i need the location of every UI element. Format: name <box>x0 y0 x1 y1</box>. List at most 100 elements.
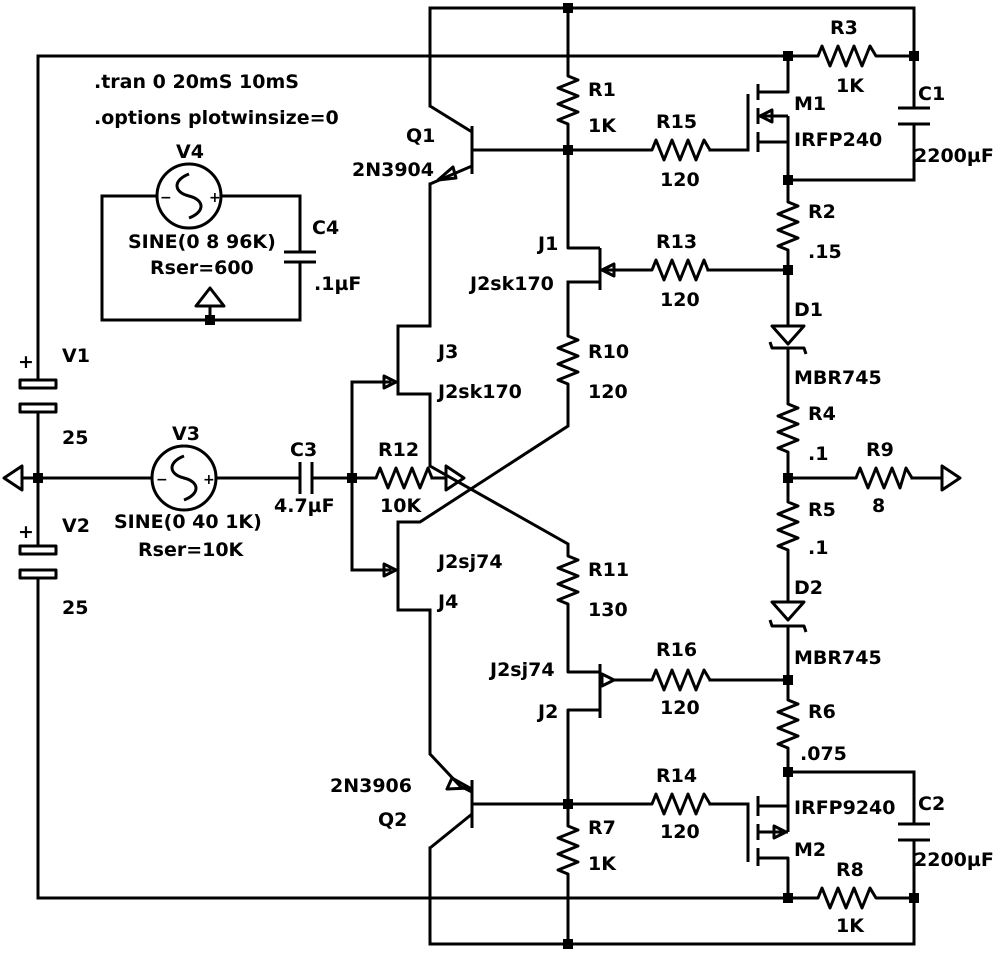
resistor-r14 <box>646 792 712 816</box>
r2-name: R2 <box>808 201 836 223</box>
r14-value: 120 <box>660 821 700 843</box>
v3-rser: Rser=10K <box>138 539 245 561</box>
v4-name: V4 <box>176 141 204 163</box>
v4-plus-mark: + <box>209 190 221 206</box>
q1-value: 2N3904 <box>352 159 434 181</box>
mosfet-m1 <box>746 80 790 152</box>
m2-name: M2 <box>794 839 826 861</box>
ground-r9 <box>940 464 962 492</box>
r2-value: .15 <box>808 241 842 263</box>
c1-value: 2200µF <box>914 145 994 167</box>
r1-name: R1 <box>588 79 616 101</box>
j1-name: J1 <box>536 233 558 255</box>
v2-plus-mark: + <box>18 521 34 543</box>
v3-name: V3 <box>172 423 200 445</box>
v3-plus-mark: + <box>203 472 215 488</box>
r10-value: 120 <box>588 381 628 403</box>
r11-name: R11 <box>588 559 629 581</box>
transistor-q2 <box>429 776 474 850</box>
r4-name: R4 <box>808 403 836 425</box>
d2-value: MBR745 <box>794 647 882 669</box>
r9-value: 8 <box>872 495 885 517</box>
tran-directive: .tran 0 20mS 10mS <box>94 71 299 93</box>
ground-left <box>2 464 24 492</box>
sine-source-v4 <box>155 162 223 230</box>
diode-d2 <box>768 600 808 633</box>
v1-name: V1 <box>62 345 90 367</box>
capacitor-c1 <box>898 106 930 126</box>
resistor-r16 <box>646 668 712 692</box>
r12-value: 10K <box>380 495 422 517</box>
transistor-q1 <box>429 104 474 186</box>
sine-source-v3 <box>150 444 218 512</box>
resistor-r1 <box>556 72 580 132</box>
m2-value: IRFP9240 <box>794 797 896 819</box>
r16-value: 120 <box>660 697 700 719</box>
j4-value: J2sj74 <box>436 551 503 573</box>
r11-value: 130 <box>588 599 628 621</box>
j4-name: J4 <box>436 591 458 613</box>
r14-name: R14 <box>656 765 697 787</box>
resistor-r11 <box>556 552 580 612</box>
component-labels: Q1 2N3904 2N3906 Q2 V1 25 V2 25 V3 SINE(… <box>62 17 994 937</box>
q2-value: 2N3906 <box>330 775 412 797</box>
jfet-j1 <box>566 226 616 290</box>
resistor-r15 <box>646 138 712 162</box>
c3-value: 4.7µF <box>274 495 335 517</box>
r3-name: R3 <box>830 17 858 39</box>
v1-value: 25 <box>62 427 88 449</box>
d1-name: D1 <box>794 299 823 321</box>
battery-v1 <box>18 354 58 422</box>
r7-name: R7 <box>588 817 616 839</box>
v4-value: SINE(0 8 96K) <box>128 231 276 253</box>
resistor-r7 <box>556 822 580 882</box>
r5-name: R5 <box>808 499 836 521</box>
d1-value: MBR745 <box>794 367 882 389</box>
j3-value: J2sk170 <box>436 381 522 403</box>
j2-name: J2 <box>536 701 558 723</box>
j3-name: J3 <box>436 341 458 363</box>
directive-labels: .tran 0 20mS 10mS .options plotwinsize=0 <box>94 71 339 129</box>
d2-name: D2 <box>794 577 823 599</box>
r3-value: 1K <box>836 75 865 97</box>
r4-value: .1 <box>808 443 828 465</box>
jfet-j2 <box>566 664 616 718</box>
m1-name: M1 <box>794 93 826 115</box>
resistor-r6 <box>776 696 800 756</box>
resistor-r4 <box>776 400 800 460</box>
resistor-r8 <box>812 886 882 910</box>
v2-name: V2 <box>62 515 90 537</box>
c4-value: .1µF <box>314 273 361 295</box>
c2-name: C2 <box>918 793 945 815</box>
resistor-r13 <box>646 258 710 282</box>
jfet-j3 <box>382 340 400 394</box>
polarity-marks: + + − + − + <box>18 190 221 543</box>
resistor-r5 <box>776 498 800 558</box>
junction-dots <box>33 3 919 949</box>
c4-name: C4 <box>312 217 339 239</box>
resistor-r2 <box>776 198 800 258</box>
r9-name: R9 <box>866 439 894 461</box>
r10-name: R10 <box>588 341 629 363</box>
c3-name: C3 <box>290 439 317 461</box>
r6-name: R6 <box>808 701 836 723</box>
resistor-r3 <box>812 44 882 68</box>
ground-symbol <box>194 286 226 322</box>
m1-value: IRFP240 <box>794 129 882 151</box>
resistor-r10 <box>556 332 580 392</box>
options-directive: .options plotwinsize=0 <box>94 107 339 129</box>
r15-name: R15 <box>656 111 697 133</box>
q1-name: Q1 <box>406 125 435 147</box>
r13-value: 120 <box>660 289 700 311</box>
diode-d1 <box>768 324 808 355</box>
r12-name: R12 <box>378 439 419 461</box>
j1-value: J2sk170 <box>468 273 554 295</box>
v2-value: 25 <box>62 597 88 619</box>
ground-r12 <box>444 464 466 492</box>
v3-value: SINE(0 40 1K) <box>114 511 262 533</box>
capacitor-c4 <box>284 250 316 264</box>
v3-minus-mark: − <box>156 472 168 488</box>
battery-v2 <box>18 524 58 592</box>
resistor-r9 <box>850 466 914 490</box>
